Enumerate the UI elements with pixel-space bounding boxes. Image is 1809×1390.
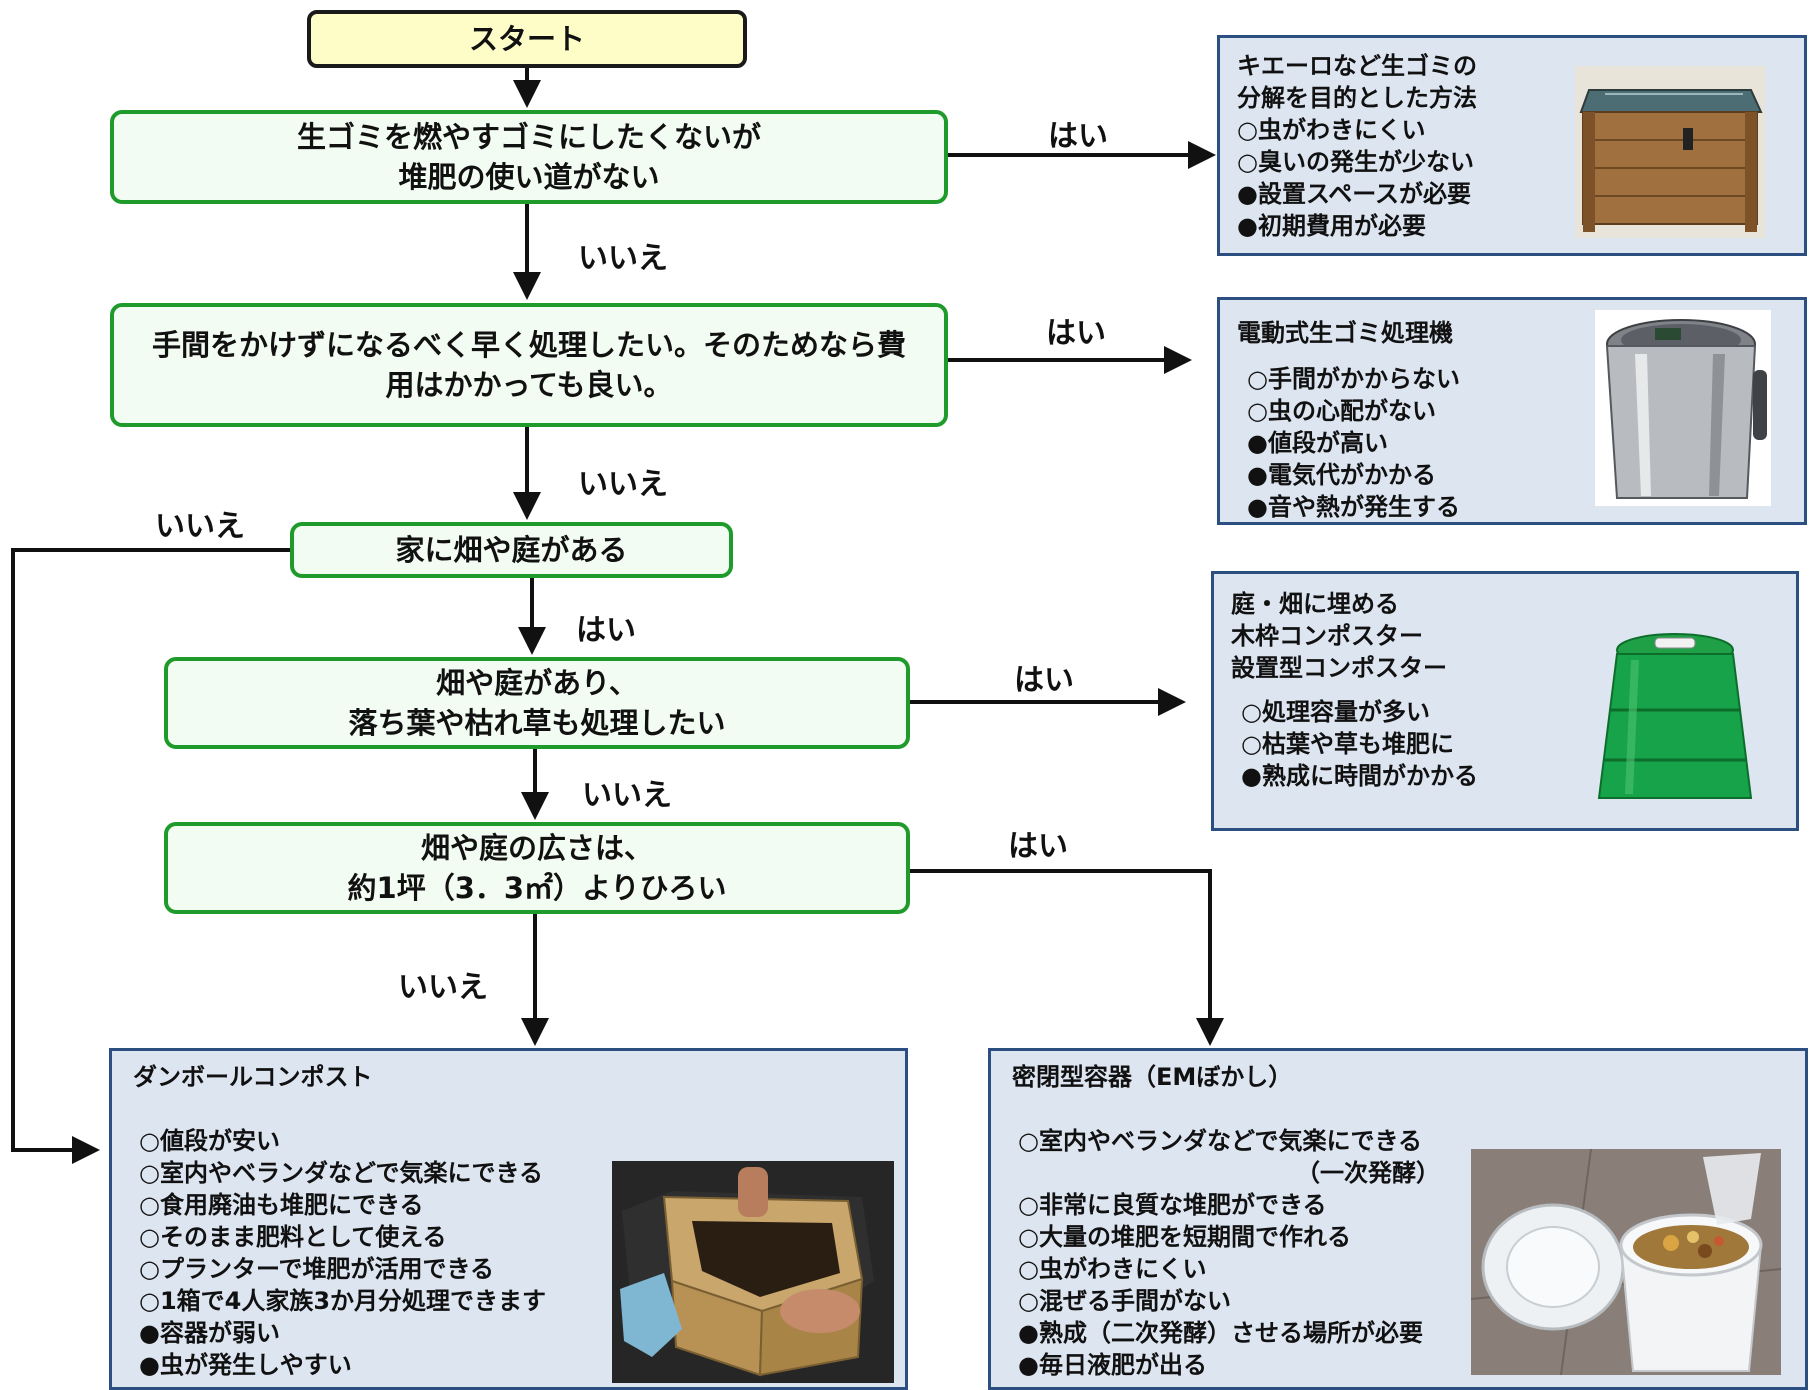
question-5-line1: 畑や庭の広さは、 [420, 831, 653, 865]
electric-line-0: 電動式生ゴミ処理機 [1237, 319, 1453, 347]
composter-bin-photo [1585, 630, 1765, 810]
kieero-line-1: 分解を目的とした方法 [1237, 84, 1477, 112]
composter-line-5: ●熟成に時間がかかる [1241, 762, 1478, 790]
electric-line-2: ○虫の心配がない [1247, 397, 1436, 425]
result-electric: 電動式生ゴミ処理機 ○手間がかからない ○虫の心配がない ●値段が高い ●電気代… [1217, 297, 1807, 525]
cardboard-line-7: ●虫が発生しやすい [139, 1351, 352, 1379]
cardboard-box-photo [612, 1161, 894, 1383]
arrow-q5-yes [909, 869, 1224, 1046]
electric-processor-photo [1595, 310, 1771, 506]
q3-no-label: いいえ [155, 509, 245, 544]
electric-line-4: ●電気代がかかる [1247, 461, 1436, 489]
kieero-line-5: ●初期費用が必要 [1237, 212, 1426, 240]
start-node: スタート [307, 10, 747, 68]
q5-yes-label: はい [1008, 829, 1068, 864]
em-line-7: ●毎日液肥が出る [1018, 1351, 1207, 1379]
result-composter: 庭・畑に埋める 木枠コンポスター 設置型コンポスター ○処理容量が多い ○枯葉や… [1211, 571, 1799, 831]
em-line-2: ○非常に良質な堆肥ができる [1018, 1191, 1327, 1219]
kieero-line-2: ○虫がわきにくい [1237, 116, 1426, 144]
em-line-1: （一次発酵） [1296, 1159, 1440, 1187]
composter-line-2: 設置型コンポスター [1231, 654, 1447, 682]
em-title: 密閉型容器（EMぼかし） [1012, 1063, 1293, 1091]
cardboard-line-2: ○食用廃油も堆肥にできる [139, 1191, 424, 1219]
result-kieero: キエーロなど生ゴミの 分解を目的とした方法 ○虫がわきにくい ○臭いの発生が少な… [1217, 35, 1807, 256]
q4-no-label: いいえ [582, 778, 672, 813]
question-3: 家に畑や庭がある [290, 522, 733, 578]
question-5-line2: 約1坪（3．3㎡）よりひろい [347, 871, 727, 905]
em-line-4: ○虫がわきにくい [1018, 1255, 1207, 1283]
em-line-0: ○室内やベランダなどで気楽にできる [1018, 1127, 1422, 1155]
question-4-line1: 畑や庭があり、 [436, 666, 638, 700]
q2-yes-label: はい [1046, 316, 1106, 351]
arrow-q3-no [11, 548, 290, 1164]
question-5: 畑や庭の広さは、 約1坪（3．3㎡）よりひろい [164, 822, 910, 914]
em-line-6: ●熟成（二次発酵）させる場所が必要 [1018, 1319, 1423, 1347]
electric-line-5: ●音や熱が発生する [1247, 493, 1460, 521]
question-1-line1: 生ゴミを燃やすゴミにしたくないが [296, 120, 761, 154]
question-4: 畑や庭があり、 落ち葉や枯れ草も処理したい [164, 657, 910, 749]
question-3-line1: 家に畑や庭がある [395, 533, 628, 567]
cardboard-title: ダンボールコンポスト [133, 1063, 373, 1091]
q5-no-label: いいえ [398, 970, 488, 1005]
em-line-3: ○大量の堆肥を短期間で作れる [1018, 1223, 1351, 1251]
result-em: 密閉型容器（EMぼかし） ○室内やベランダなどで気楽にできる （一次発酵） ○非… [988, 1048, 1808, 1390]
kieero-box-photo [1575, 66, 1765, 238]
cardboard-line-3: ○そのまま肥料として使える [139, 1223, 447, 1251]
question-1-line2: 堆肥の使い道がない [398, 160, 660, 194]
composter-line-0: 庭・畑に埋める [1231, 590, 1399, 618]
kieero-line-0: キエーロなど生ゴミの [1237, 52, 1477, 80]
cardboard-line-5: ○1箱で4人家族3か月分処理できます [139, 1287, 547, 1315]
cardboard-line-1: ○室内やベランダなどで気楽にできる [139, 1159, 543, 1187]
em-bucket-photo [1471, 1149, 1781, 1375]
question-2-line1: 手間をかけずになるべく早く処理したい。そのためなら費 [151, 328, 906, 362]
composter-line-4: ○枯葉や草も堆肥に [1241, 730, 1454, 758]
q2-no-label: いいえ [578, 467, 668, 502]
composter-line-3: ○処理容量が多い [1241, 698, 1430, 726]
q1-no-label: いいえ [578, 241, 668, 276]
start-label: スタート [468, 22, 585, 56]
electric-line-1: ○手間がかからない [1247, 365, 1460, 393]
em-line-5: ○混ぜる手間がない [1018, 1287, 1231, 1315]
q1-yes-label: はい [1048, 119, 1108, 154]
cardboard-line-0: ○値段が安い [139, 1127, 280, 1155]
composter-line-1: 木枠コンポスター [1231, 622, 1423, 650]
result-cardboard: ダンボールコンポスト ○値段が安い ○室内やベランダなどで気楽にできる ○食用廃… [109, 1048, 908, 1390]
question-1: 生ゴミを燃やすゴミにしたくないが 堆肥の使い道がない [110, 110, 948, 204]
cardboard-line-6: ●容器が弱い [139, 1319, 280, 1347]
kieero-line-4: ●設置スペースが必要 [1237, 180, 1472, 208]
electric-line-3: ●値段が高い [1247, 429, 1388, 457]
question-4-line2: 落ち葉や枯れ草も処理したい [348, 706, 726, 740]
question-2: 手間をかけずになるべく早く処理したい。そのためなら費 用はかかっても良い。 [110, 303, 948, 427]
cardboard-line-4: ○プランターで堆肥が活用できる [139, 1255, 495, 1283]
kieero-line-3: ○臭いの発生が少ない [1237, 148, 1474, 176]
q3-yes-label: はい [576, 613, 636, 648]
question-2-line2: 用はかかっても良い。 [385, 368, 673, 402]
q4-yes-label: はい [1014, 663, 1074, 698]
